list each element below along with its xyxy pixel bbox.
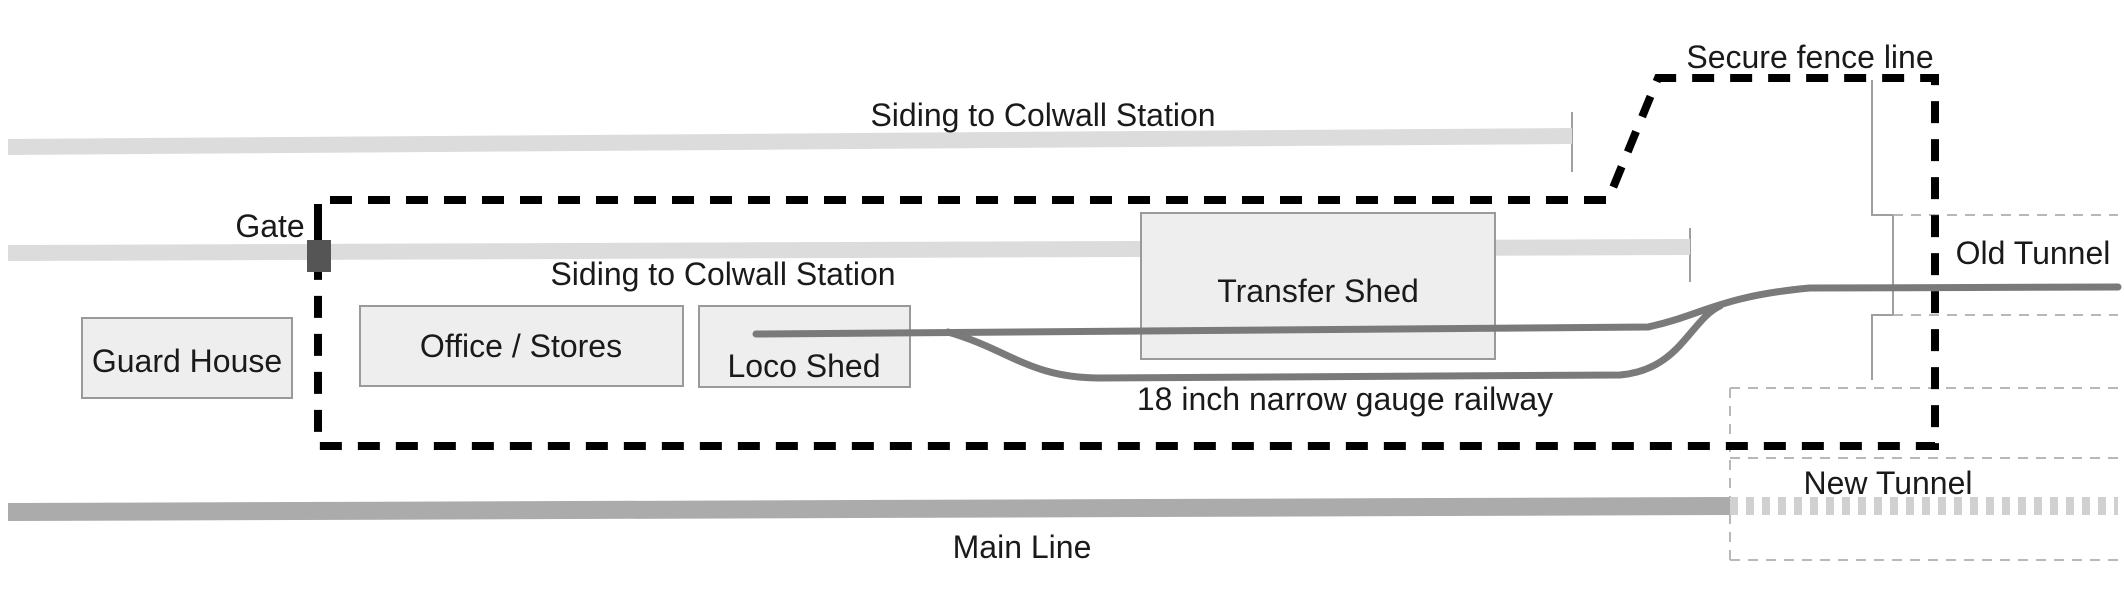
gate-label: Gate xyxy=(235,208,304,244)
tunnel-leader-lines xyxy=(1571,80,1894,380)
office-stores xyxy=(359,305,684,387)
old-tunnel-label: Old Tunnel xyxy=(1956,235,2111,271)
loco-shed-label: Loco Shed xyxy=(727,348,880,384)
narrow-gauge-loop-rail xyxy=(944,302,1724,382)
office-stores-label: Office / Stores xyxy=(420,328,622,364)
guard-house-label: Guard House xyxy=(92,343,282,379)
siding-upper-track xyxy=(7,128,1573,155)
old-tunnel-outline xyxy=(1893,214,2118,316)
secure-fence-line xyxy=(314,74,1939,450)
new-tunnel-label: New Tunnel xyxy=(1804,465,1973,501)
gate-marker xyxy=(307,240,331,272)
narrow-gauge-railway xyxy=(752,283,2122,382)
loco-shed xyxy=(698,305,911,388)
siding-upper-label: Siding to Colwall Station xyxy=(870,97,1215,133)
transfer-shed-label: Transfer Shed xyxy=(1217,273,1419,309)
transfer-shed xyxy=(1140,212,1496,360)
siding-lower-label: Siding to Colwall Station xyxy=(550,256,895,292)
main-line-label: Main Line xyxy=(953,529,1092,565)
secure-fence-label: Secure fence line xyxy=(1686,39,1933,75)
main-line-track xyxy=(7,497,1731,521)
guard-house xyxy=(81,317,293,399)
narrow-gauge-label: 18 inch narrow gauge railway xyxy=(1137,381,1553,417)
